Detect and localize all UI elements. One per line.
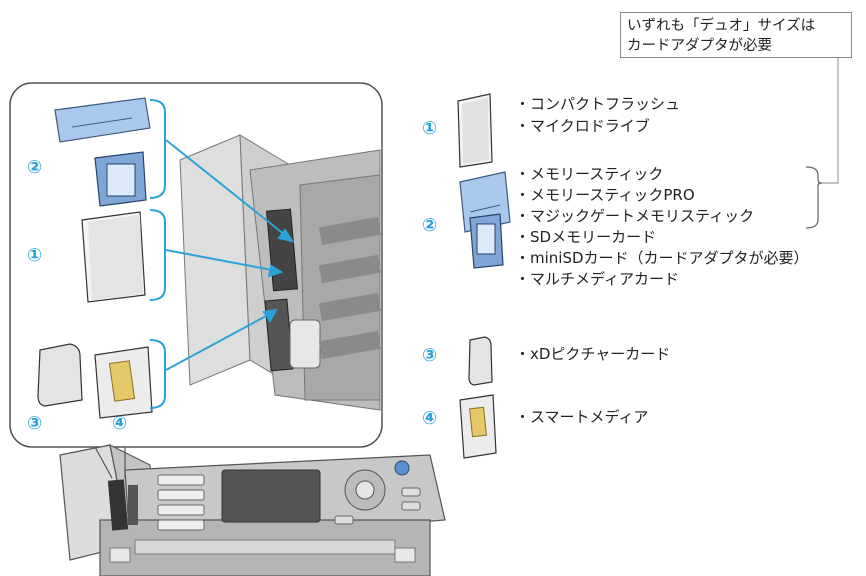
note-line-2: カードアダプタが必要 xyxy=(627,38,772,54)
zoom-callout-left xyxy=(94,446,113,479)
note-line-1: いずれも「デュオ」サイズは xyxy=(627,18,816,34)
panel-label-1: ① xyxy=(27,245,43,266)
card-name: ・SDメモリーカード xyxy=(515,228,657,246)
sd-card xyxy=(94,151,147,207)
card-name: ・miniSDカード（カードアダプタが必要） xyxy=(515,249,809,267)
card-name: ・マルチメディアカード xyxy=(515,270,679,288)
printer-device xyxy=(59,443,446,576)
panel-label-2: ② xyxy=(27,157,43,178)
group-number-2: ② xyxy=(422,215,438,236)
group-number-4: ④ xyxy=(422,408,438,429)
panel-label-4: ④ xyxy=(112,413,128,434)
panel-label-3: ③ xyxy=(27,413,43,434)
card-name: ・マジックゲートメモリスティック xyxy=(515,207,755,225)
note-connector-line xyxy=(818,58,839,184)
adapter-note: いずれも「デュオ」サイズは カードアダプタが必要 xyxy=(620,12,852,58)
smartmedia-card xyxy=(94,346,153,419)
bracket-group-2 xyxy=(149,99,166,199)
card-name: ・スマートメディア xyxy=(515,408,649,426)
insertion-arrows xyxy=(165,139,295,371)
card-name: ・コンパクトフラッシュ xyxy=(515,95,681,113)
icon-xd-card xyxy=(468,336,493,386)
compact-flash-card xyxy=(81,211,146,303)
icon-sd-card xyxy=(469,213,504,269)
card-name: ・メモリースティックPRO xyxy=(515,186,695,204)
memory-stick-bracket xyxy=(805,166,823,229)
icon-compact-flash xyxy=(457,93,493,168)
memory-stick-card xyxy=(54,97,151,143)
group-number-1: ① xyxy=(422,118,438,139)
card-name: ・マイクロドライブ xyxy=(515,117,650,135)
bracket-group-1 xyxy=(149,209,166,301)
bracket-group-3-4 xyxy=(149,339,166,409)
xd-picture-card xyxy=(37,343,83,407)
card-name: ・xDピクチャーカード xyxy=(515,345,671,363)
slot-closeup xyxy=(179,134,382,411)
group-number-3: ③ xyxy=(422,345,438,366)
card-name: ・メモリースティック xyxy=(515,165,664,183)
icon-smartmedia xyxy=(459,394,497,459)
